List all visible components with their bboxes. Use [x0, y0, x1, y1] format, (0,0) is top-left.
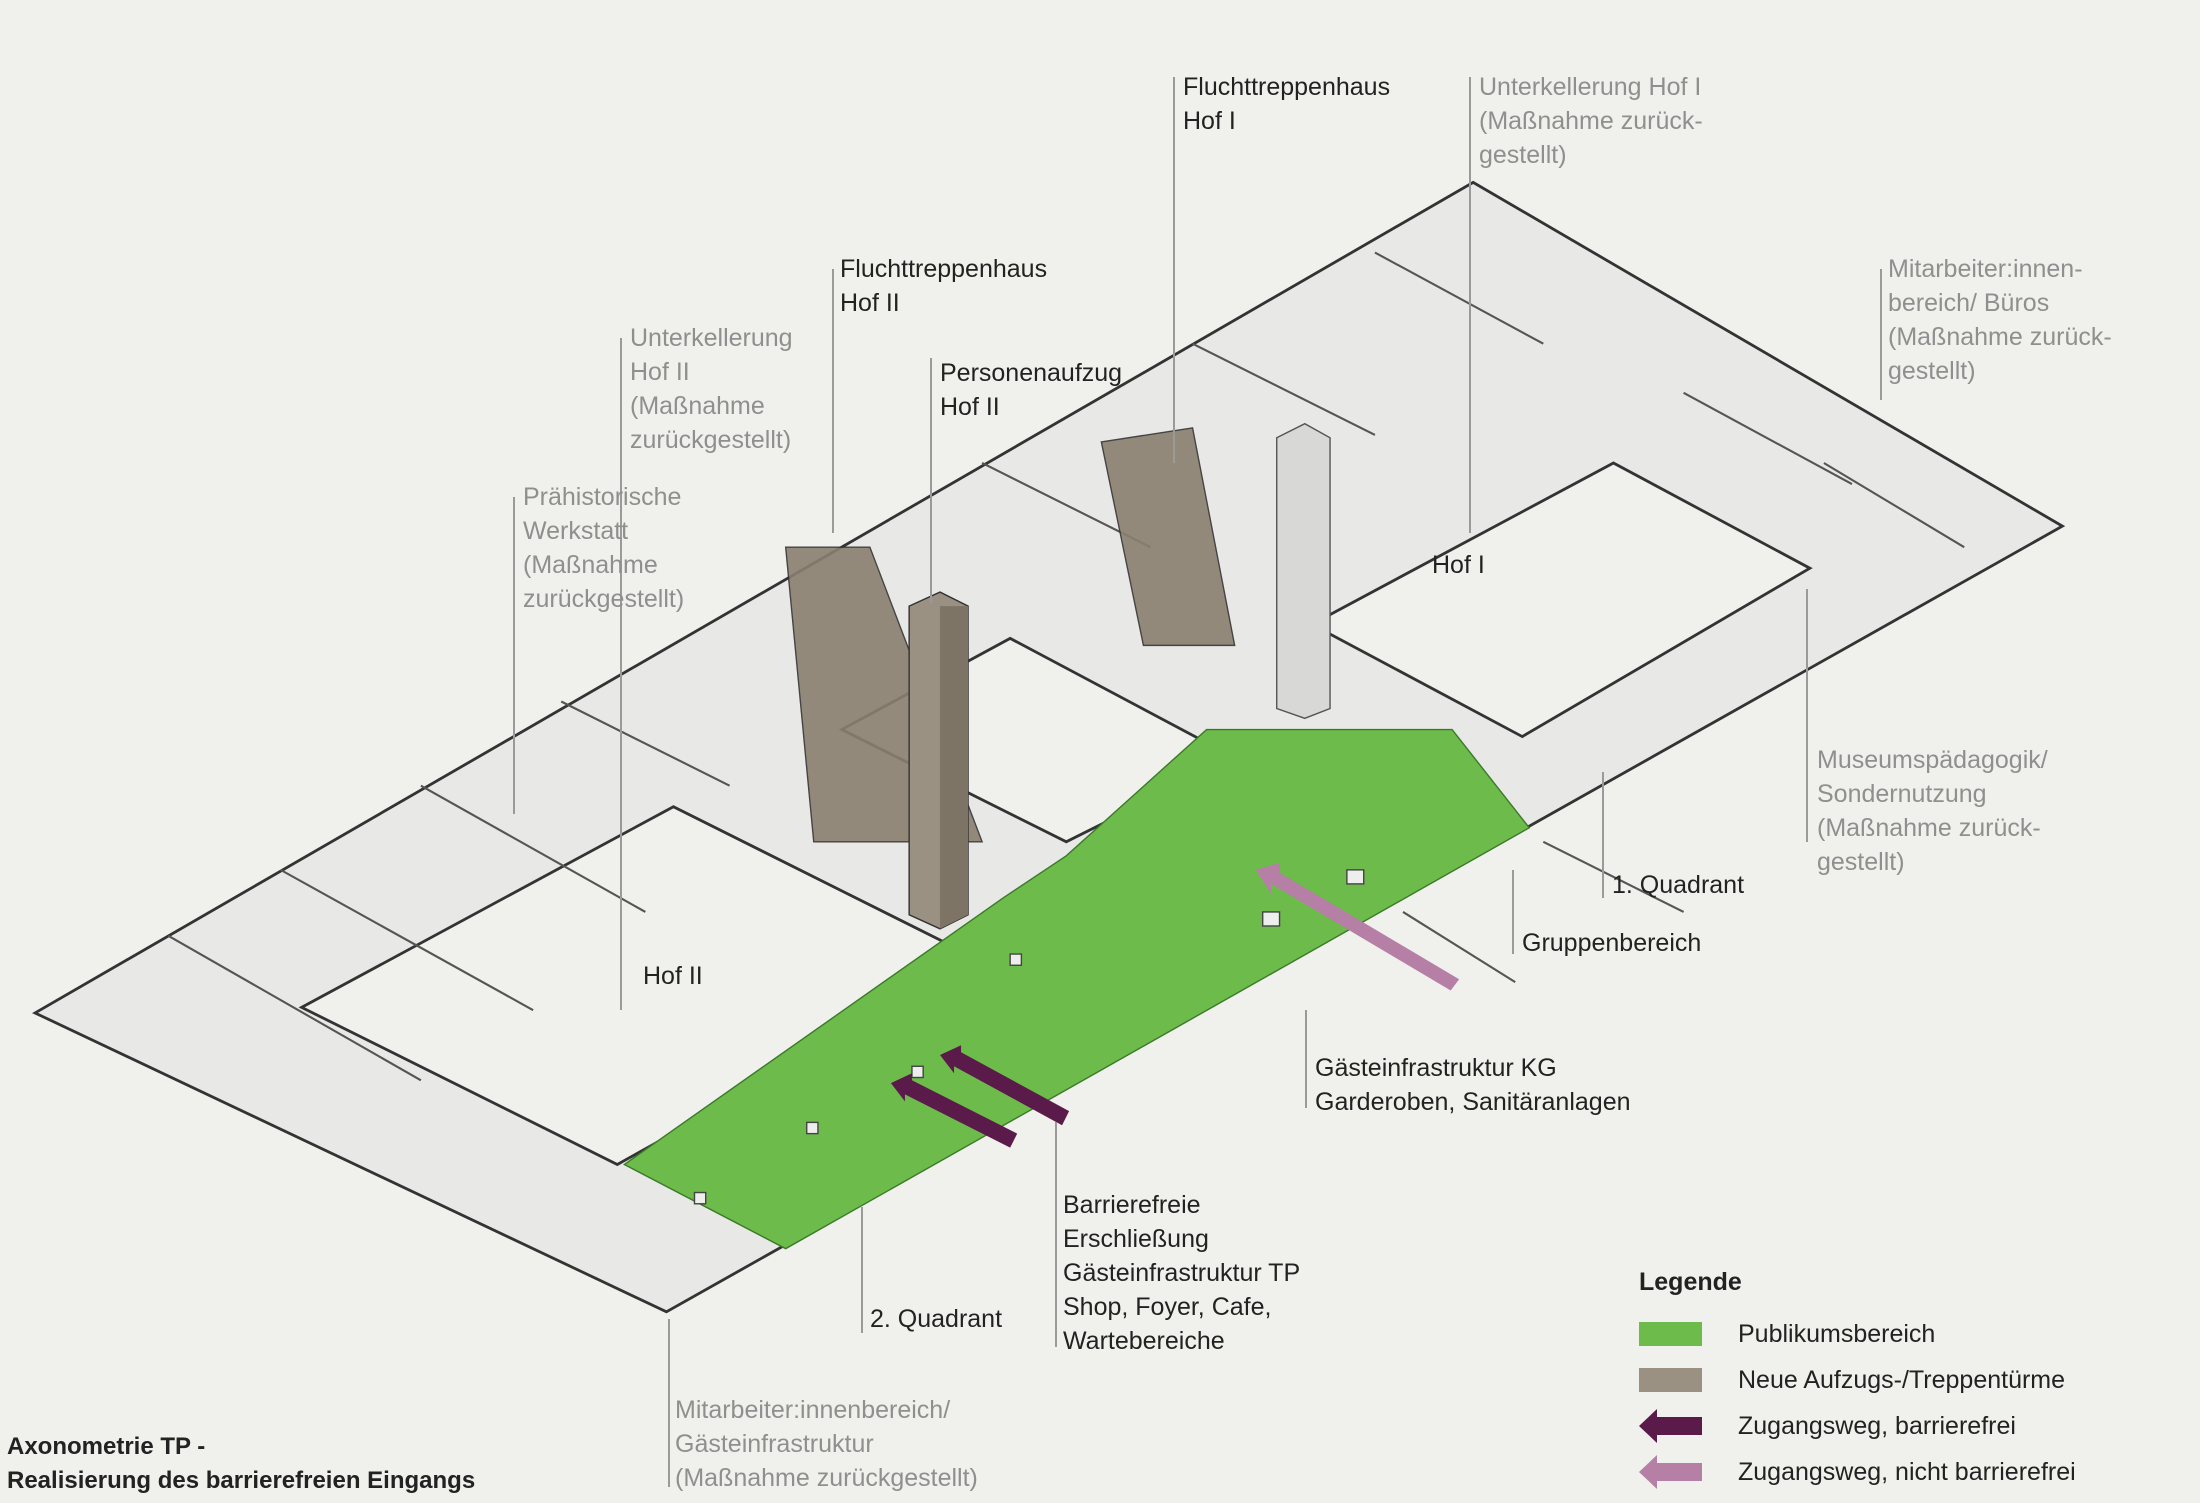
label-praehistorische-werkstatt: Prähistorische Werkstatt (Maßnahme zurüc… — [523, 483, 685, 613]
label-quadrant-1: 1. Quadrant — [1612, 871, 1745, 899]
label-museumspaedagogik: Museumspädagogik/ Sondernutzung (Maßnahm… — [1817, 746, 2048, 876]
leader-line — [668, 1319, 670, 1487]
arrow-left-icon — [1639, 1455, 1702, 1489]
label-personenaufzug-hof2: Personenaufzug Hof II — [940, 359, 1123, 421]
leader-line — [1173, 77, 1175, 463]
legend-title: Legende — [1639, 1268, 1742, 1296]
label-mitarbeiter-bueros: Mitarbeiter:innen- bereich/ Büros (Maßna… — [1888, 255, 2112, 385]
public-area — [622, 728, 1531, 1250]
leader-line — [1469, 77, 1471, 533]
label-unterkellerung-hof1: Unterkellerung Hof I (Maßnahme zurück- g… — [1479, 73, 1703, 169]
legend-item-publikumsbereich: Publikumsbereich — [1639, 1311, 2076, 1357]
arrow-left-icon — [1639, 1409, 1702, 1443]
leader-line — [1305, 1010, 1307, 1108]
leader-line — [1055, 1122, 1057, 1347]
legend-label: Zugangsweg, nicht barrierefrei — [1738, 1457, 2076, 1486]
label-mitarbeiter-gaesteinfrastruktur: Mitarbeiter:innenbereich/ Gästeinfrastru… — [675, 1396, 978, 1492]
legend-label: Publikumsbereich — [1738, 1319, 1936, 1348]
label-unterkellerung-hof2: Unterkellerung Hof II (Maßnahme zurückge… — [630, 324, 793, 454]
label-quadrant-2: 2. Quadrant — [870, 1305, 1003, 1333]
elevator-tower-hof2 — [908, 591, 969, 930]
access-arrow-nicht-barrierefrei — [1255, 862, 1460, 991]
legend-label: Neue Aufzugs-/Treppentürme — [1738, 1365, 2066, 1394]
building-floor-plan — [32, 180, 2066, 1314]
stair-tower-hof1 — [1100, 427, 1236, 647]
label-fluchttreppenhaus-hof1: Fluchttreppenhaus Hof I — [1183, 73, 1391, 135]
legend: Legende Publikumsbereich Neue Aufzugs-/T… — [1639, 1268, 2076, 1495]
label-hof1: Hof I — [1432, 551, 1485, 579]
room-walls — [167, 251, 1965, 1082]
leader-line — [861, 1207, 863, 1333]
access-arrow-barrierefrei-1 — [890, 1073, 1018, 1148]
leader-line — [1602, 772, 1604, 898]
leader-line — [620, 338, 622, 1010]
leader-line — [1512, 870, 1514, 954]
legend-item-tuerme: Neue Aufzugs-/Treppentürme — [1639, 1357, 2076, 1403]
leader-line — [930, 358, 932, 603]
glass-tower-hof1 — [1276, 422, 1331, 720]
legend-item-nicht-barrierefrei: Zugangsweg, nicht barrierefrei — [1639, 1449, 2076, 1495]
gray-brown-swatch — [1639, 1368, 1702, 1392]
legend-label: Zugangsweg, barrierefrei — [1738, 1411, 2016, 1440]
label-barrierefreie-erschliessung: Barrierefreie Erschließung Gästeinfrastr… — [1063, 1191, 1301, 1355]
leader-line — [1806, 589, 1808, 842]
access-arrow-barrierefrei-2 — [940, 1045, 1070, 1126]
leader-line — [513, 497, 515, 814]
legend-item-barrierefrei: Zugangsweg, barrierefrei — [1639, 1403, 2076, 1449]
green-swatch — [1639, 1322, 1702, 1346]
leader-line — [832, 269, 834, 533]
public-area-columns — [693, 869, 1365, 1205]
label-fluchttreppenhaus-hof2: Fluchttreppenhaus Hof II — [840, 255, 1048, 317]
label-hof2: Hof II — [643, 962, 703, 990]
diagram-title: Axonometrie TP - Realisierung des barrie… — [7, 1433, 476, 1494]
leader-line — [1880, 269, 1882, 400]
label-gruppenbereich: Gruppenbereich — [1522, 929, 1702, 957]
label-gaesteinfrastruktur-kg: Gästeinfrastruktur KG Garderoben, Sanitä… — [1315, 1054, 1631, 1116]
